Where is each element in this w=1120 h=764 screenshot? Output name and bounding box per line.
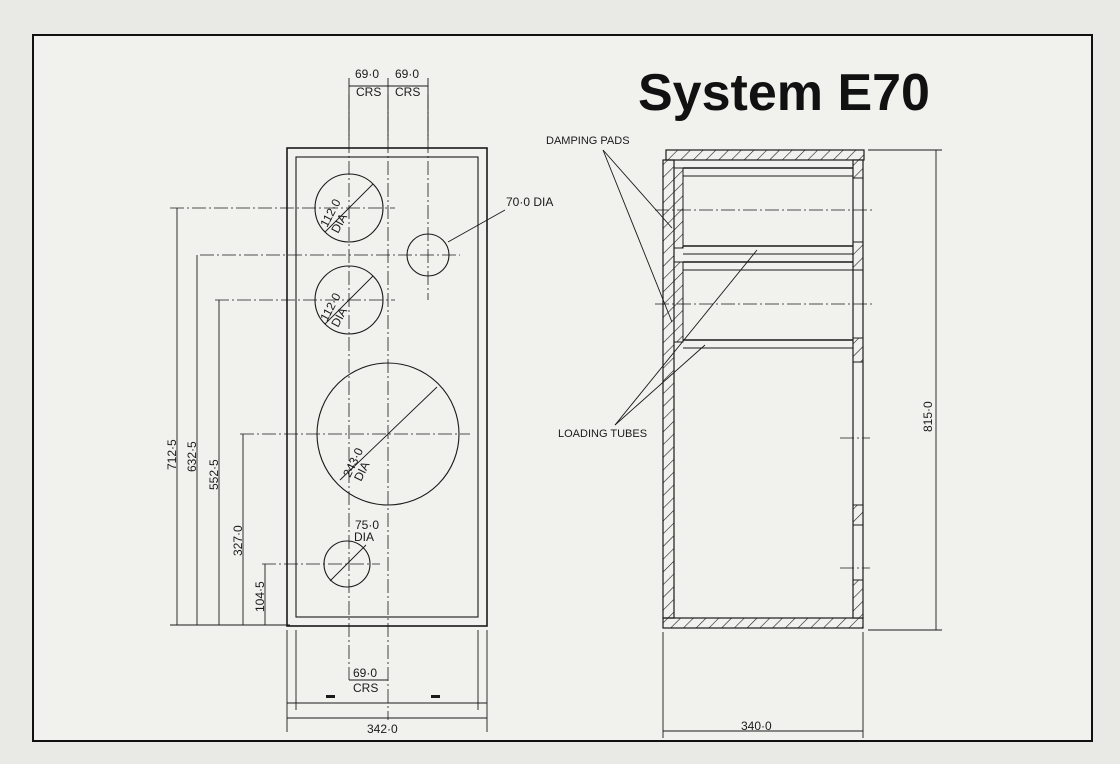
front-wall	[662, 159, 675, 619]
width-side-value: 340·0	[741, 719, 772, 733]
rear-wall	[852, 159, 864, 619]
damping-pads-label: DAMPING PADS	[546, 135, 630, 147]
crs-top-right-word: CRS	[395, 85, 420, 99]
side-section: DAMPING PADS LOADING TUBES 340·0 815·0	[546, 135, 942, 738]
height-712-value: 712·5	[165, 439, 179, 470]
bottom-wall	[662, 617, 864, 629]
height-327-value: 327·0	[231, 525, 245, 556]
height-side-value: 815·0	[921, 401, 935, 432]
crs-bottom-value: 69·0	[353, 666, 377, 680]
drawing-frame	[32, 34, 1093, 742]
damping-pad-lower	[673, 261, 684, 343]
dia-75-value: 75·0	[355, 518, 379, 532]
height-632-value: 632·5	[185, 441, 199, 472]
height-104-value: 104·5	[253, 581, 267, 612]
height-552-value: 552·5	[207, 459, 221, 490]
drawing-title: System E70	[638, 64, 930, 122]
front-baffle-inner	[295, 156, 479, 618]
crs-top-left-value: 69·0	[355, 67, 379, 81]
dia-70-label: 70·0 DIA	[506, 195, 553, 209]
top-wall	[665, 149, 865, 161]
dia-75-word: DIA	[354, 530, 374, 544]
crs-top-left-word: CRS	[356, 85, 381, 99]
loading-tubes-label: LOADING TUBES	[558, 428, 647, 440]
damping-pad-upper	[673, 167, 684, 249]
crs-top-right-value: 69·0	[395, 67, 419, 81]
front-view: 112·0 DIA 112·0 DIA 243·0 DIA 75·0 DIA 7…	[165, 67, 553, 736]
front-baffle-outer	[286, 147, 488, 627]
crs-bottom-word: CRS	[353, 681, 378, 695]
width-front-value: 342·0	[367, 722, 398, 736]
